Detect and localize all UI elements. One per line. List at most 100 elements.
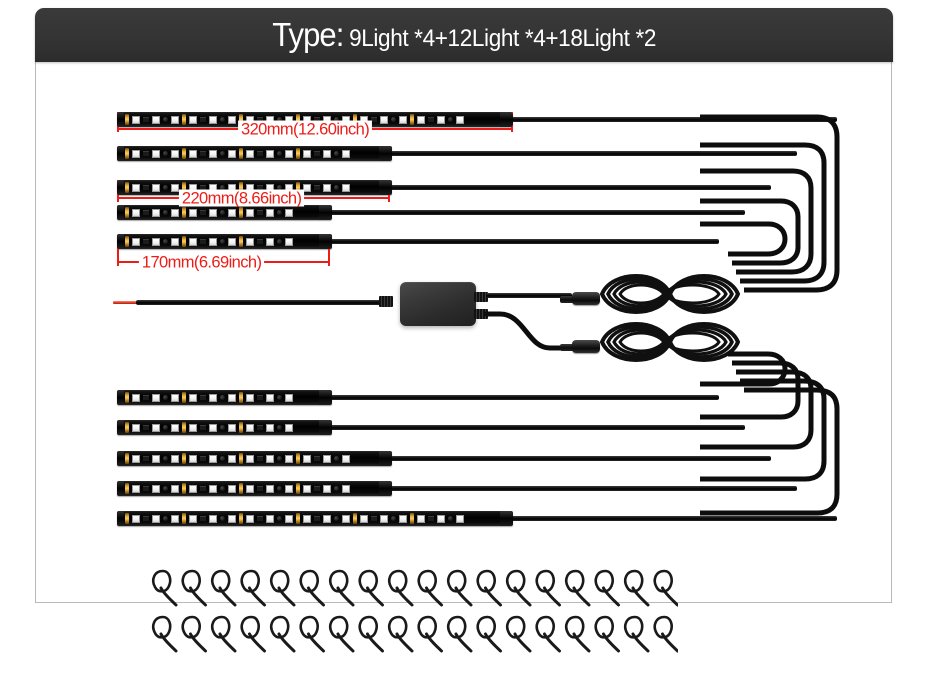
smd-component bbox=[277, 516, 282, 521]
wire-from-strip-9-top-2 bbox=[329, 239, 719, 244]
led-chip bbox=[323, 454, 331, 463]
led-chip bbox=[342, 149, 350, 158]
led-chip bbox=[342, 484, 350, 493]
wire-from-strip-18-bottom bbox=[510, 516, 837, 521]
smd-resistor bbox=[200, 425, 206, 430]
led-chip bbox=[266, 423, 274, 432]
led-chip bbox=[152, 454, 160, 463]
led-strip-12-light-top-1 bbox=[117, 146, 392, 161]
smd-resistor bbox=[143, 456, 149, 461]
led-strip-surface bbox=[124, 206, 319, 219]
smd-component bbox=[391, 516, 396, 521]
led-chip bbox=[171, 208, 179, 217]
solder-pad bbox=[182, 148, 186, 159]
solder-pad bbox=[239, 392, 243, 403]
led-chip bbox=[437, 115, 445, 124]
solder-pad bbox=[353, 114, 357, 125]
led-chip bbox=[360, 514, 368, 523]
led-strip-surface bbox=[124, 147, 379, 160]
smd-component bbox=[334, 516, 339, 521]
smd-component bbox=[277, 117, 282, 122]
led-strip-surface bbox=[124, 113, 500, 126]
smd-component bbox=[277, 486, 282, 491]
led-chip bbox=[171, 115, 179, 124]
smd-resistor bbox=[257, 425, 263, 430]
led-chip bbox=[266, 484, 274, 493]
smd-component bbox=[334, 117, 339, 122]
solder-pad bbox=[125, 513, 129, 524]
led-chip bbox=[132, 393, 140, 402]
type-header-banner: Type: 9Light *4+12Light *4+18Light *2 bbox=[35, 8, 893, 62]
smd-resistor bbox=[143, 117, 149, 122]
led-chip bbox=[132, 237, 140, 246]
solder-pad bbox=[353, 513, 357, 524]
smd-component bbox=[277, 425, 282, 430]
led-chip bbox=[152, 237, 160, 246]
led-chip bbox=[209, 454, 217, 463]
solder-pad bbox=[125, 236, 129, 247]
solder-pad bbox=[182, 207, 186, 218]
led-chip bbox=[323, 149, 331, 158]
smd-component bbox=[277, 456, 282, 461]
led-chip bbox=[380, 514, 388, 523]
solder-pad bbox=[239, 182, 243, 193]
solder-pad bbox=[182, 453, 186, 464]
led-chip bbox=[246, 514, 254, 523]
led-chip bbox=[171, 514, 179, 523]
led-chip bbox=[246, 208, 254, 217]
led-strip-9-light-top-2 bbox=[117, 234, 332, 249]
led-strip-surface bbox=[124, 391, 319, 404]
smd-component bbox=[220, 239, 225, 244]
smd-resistor bbox=[314, 516, 320, 521]
led-chip bbox=[228, 514, 236, 523]
solder-pad bbox=[125, 114, 129, 125]
smd-component bbox=[220, 117, 225, 122]
led-strip-9-light-top-1 bbox=[117, 205, 332, 220]
led-chip bbox=[342, 183, 350, 192]
led-chip bbox=[171, 423, 179, 432]
solder-pad bbox=[296, 148, 300, 159]
smd-resistor bbox=[257, 151, 263, 156]
led-chip bbox=[266, 149, 274, 158]
smd-resistor bbox=[314, 456, 320, 461]
zip-tie-row-top bbox=[150, 568, 678, 608]
led-chip bbox=[246, 423, 254, 432]
led-chip bbox=[189, 393, 197, 402]
solder-pad bbox=[296, 483, 300, 494]
solder-pad bbox=[182, 182, 186, 193]
led-chip bbox=[152, 423, 160, 432]
led-chip bbox=[189, 208, 197, 217]
led-chip bbox=[246, 484, 254, 493]
led-chip bbox=[417, 514, 425, 523]
smd-component bbox=[163, 395, 168, 400]
smd-component bbox=[220, 151, 225, 156]
smd-resistor bbox=[314, 185, 320, 190]
led-chip bbox=[152, 115, 160, 124]
led-strip-9-light-bottom-1 bbox=[117, 390, 332, 405]
dimension-170mm-label: 170mm(6.69inch) bbox=[138, 253, 265, 271]
smd-resistor bbox=[200, 456, 206, 461]
smd-resistor bbox=[314, 151, 320, 156]
solder-pad bbox=[182, 392, 186, 403]
led-chip bbox=[399, 115, 407, 124]
led-chip bbox=[246, 149, 254, 158]
smd-resistor bbox=[257, 395, 263, 400]
strain-relief-input bbox=[379, 296, 393, 307]
connector-neck-bottom bbox=[560, 344, 576, 351]
led-chip bbox=[152, 183, 160, 192]
smd-resistor bbox=[200, 516, 206, 521]
smd-resistor bbox=[314, 486, 320, 491]
wire-from-strip-9-top-1 bbox=[329, 210, 745, 215]
led-chip bbox=[342, 454, 350, 463]
led-strip-12-light-bottom-1 bbox=[117, 451, 392, 466]
led-chip bbox=[209, 423, 217, 432]
led-strip-surface bbox=[124, 235, 319, 248]
solder-pad bbox=[239, 114, 243, 125]
led-chip bbox=[246, 237, 254, 246]
solder-pad bbox=[239, 207, 243, 218]
solder-pad bbox=[296, 453, 300, 464]
led-chip bbox=[323, 514, 331, 523]
led-chip bbox=[209, 484, 217, 493]
led-chip bbox=[303, 454, 311, 463]
